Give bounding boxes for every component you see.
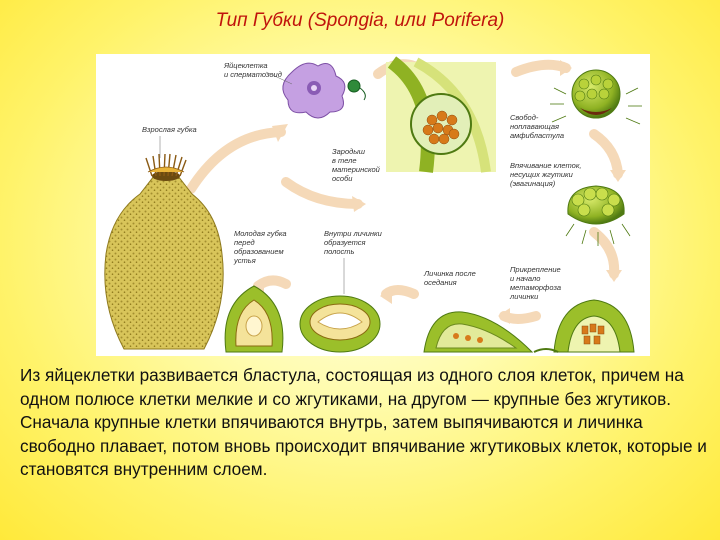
amphiblastula — [550, 70, 642, 124]
svg-text:материнской: материнской — [332, 165, 381, 174]
adult-sponge — [105, 154, 223, 349]
label-egg-and-sperm-1: Яйцеклетка — [223, 61, 268, 70]
description-text: Из яйцеклетки развивается бластула, сост… — [20, 364, 710, 482]
label-attachment-2: и начало — [510, 274, 540, 283]
svg-text:Внутри личинки: Внутри личинки — [324, 229, 383, 238]
svg-text:в теле: в теле — [332, 156, 357, 165]
label-larva-settled-2: оседания — [424, 278, 457, 287]
svg-text:и сперматозоид: и сперматозоид — [224, 70, 282, 79]
label-embryo-2: в теле — [332, 156, 357, 165]
svg-text:несущих жгутики: несущих жгутики — [510, 170, 574, 179]
label-amphiblastula-2: ноплавающая — [510, 122, 559, 131]
svg-text:личинки: личинки — [509, 292, 539, 301]
label-cavity-3: полость — [324, 247, 355, 256]
label-invagination-2: несущих жгутики — [510, 170, 574, 179]
svg-text:и начало: и начало — [510, 274, 540, 283]
svg-text:Личинка после: Личинка после — [423, 269, 476, 278]
label-young-sponge-4: устья — [233, 256, 256, 265]
egg-cell — [283, 63, 365, 118]
svg-text:особи: особи — [332, 174, 353, 183]
young-sponge — [225, 286, 283, 352]
svg-text:оседания: оседания — [424, 278, 457, 287]
svg-text:Впячивание клеток,: Впячивание клеток, — [510, 161, 581, 170]
attachment-stage — [534, 300, 634, 352]
svg-text:устья: устья — [233, 256, 256, 265]
svg-text:перед: перед — [234, 238, 255, 247]
label-amphiblastula-1: Свобод- — [510, 113, 539, 122]
label-embryo-3: материнской — [332, 165, 381, 174]
svg-text:Зародыш: Зародыш — [332, 147, 366, 156]
label-young-sponge-2: перед — [234, 238, 255, 247]
svg-text:метаморфоза: метаморфоза — [510, 283, 561, 292]
label-invagination-1: Впячивание клеток, — [510, 161, 581, 170]
label-egg-and-sperm-2: и сперматозоид — [224, 70, 282, 79]
larva-cavity-stage — [300, 296, 380, 352]
svg-text:Яйцеклетка: Яйцеклетка — [223, 61, 268, 70]
label-embryo-1: Зародыш — [332, 147, 366, 156]
svg-text:образуется: образуется — [324, 238, 366, 247]
label-invagination-3: (эвагинация) — [510, 179, 556, 188]
label-embryo-4: особи — [332, 174, 353, 183]
svg-text:Свобод-: Свобод- — [510, 113, 539, 122]
sponge-life-cycle-figure: Яйцеклетка и сперматозоид Взрослая губка… — [96, 54, 650, 356]
slide-title: Тип Губки (Spongia, или Porifera) — [0, 10, 720, 32]
label-attachment-4: личинки — [509, 292, 539, 301]
label-larva-settled-1: Личинка после — [423, 269, 476, 278]
embryo-in-mother — [386, 62, 496, 172]
life-cycle-diagram: Яйцеклетка и сперматозоид Взрослая губка… — [96, 54, 650, 356]
label-cavity-1: Внутри личинки — [324, 229, 383, 238]
label-young-sponge-3: образованием — [234, 247, 284, 256]
svg-text:амфибластула: амфибластула — [510, 131, 564, 140]
label-cavity-2: образуется — [324, 238, 366, 247]
label-attachment-3: метаморфоза — [510, 283, 561, 292]
label-adult-sponge: Взрослая губка — [142, 125, 197, 134]
label-amphiblastula-3: амфибластула — [510, 131, 564, 140]
svg-text:Взрослая губка: Взрослая губка — [142, 125, 197, 134]
svg-text:(эвагинация): (эвагинация) — [510, 179, 556, 188]
invagination-stage — [566, 186, 630, 246]
label-young-sponge-1: Молодая губка — [234, 229, 287, 238]
label-attachment-1: Прикрепление — [510, 265, 561, 274]
svg-text:Прикрепление: Прикрепление — [510, 265, 561, 274]
svg-text:Молодая губка: Молодая губка — [234, 229, 287, 238]
svg-text:полость: полость — [324, 247, 355, 256]
svg-text:ноплавающая: ноплавающая — [510, 122, 559, 131]
svg-text:образованием: образованием — [234, 247, 284, 256]
